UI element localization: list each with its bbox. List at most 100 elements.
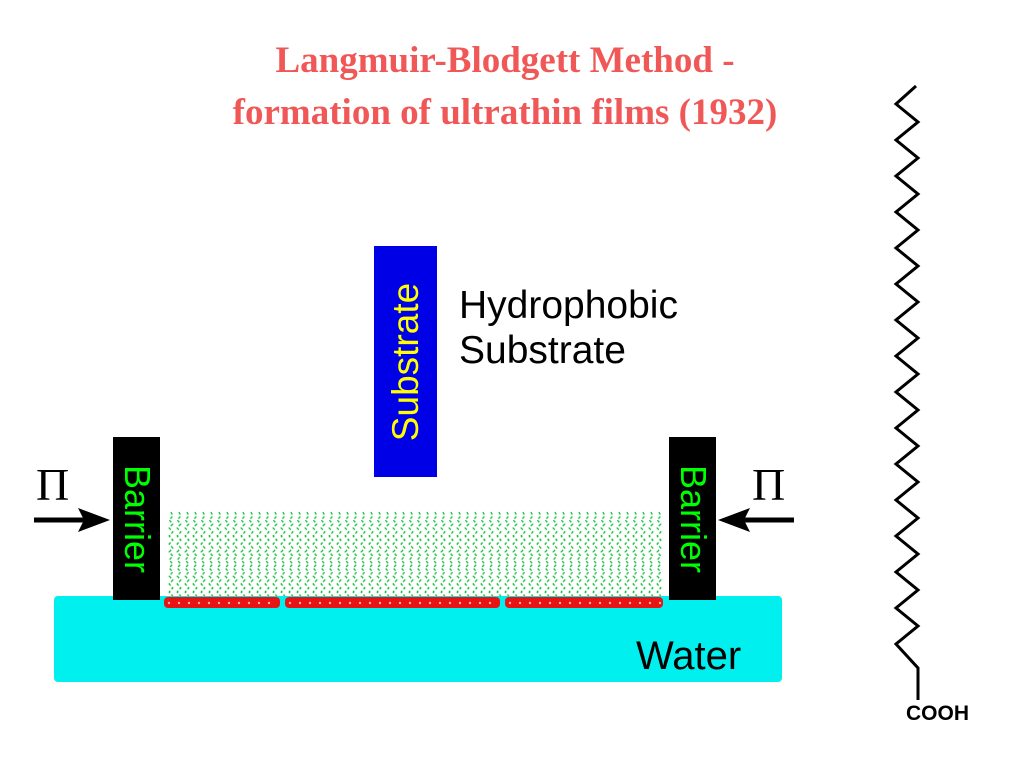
monolayer-head-group-dot — [598, 601, 602, 605]
monolayer-head-group-dot — [618, 601, 622, 605]
monolayer-tail — [296, 511, 302, 597]
monolayer-hydrophobic-tails — [168, 511, 662, 597]
monolayer-head-group-dot — [478, 601, 482, 605]
monolayer-tail — [312, 511, 318, 597]
monolayer-tail — [520, 511, 526, 597]
monolayer-head-group-dot — [448, 601, 452, 605]
carboxyl-head-group-label: COOH — [906, 702, 969, 725]
monolayer-head-group-dot — [658, 601, 662, 605]
monolayer-tail — [248, 511, 254, 597]
monolayer-tail — [184, 511, 190, 597]
left-pressure-arrow-icon — [34, 508, 110, 532]
monolayer-tail — [616, 511, 622, 597]
monolayer-head-group-dot — [388, 601, 392, 605]
monolayer-tail — [392, 511, 398, 597]
monolayer-head-group-dot — [628, 601, 632, 605]
monolayer-head-group-segment — [505, 597, 663, 608]
slide-title-line-2: formation of ultrathin films (1932) — [232, 92, 778, 133]
monolayer-tail — [576, 511, 582, 597]
right-pressure-arrow-icon — [718, 508, 794, 532]
monolayer-head-group-dot — [428, 601, 432, 605]
monolayer-head-group-dot — [458, 601, 462, 605]
monolayer-head-group-segment — [164, 597, 280, 608]
monolayer-tail — [280, 511, 286, 597]
monolayer-head-group-dot — [177, 601, 181, 605]
monolayer-tail — [408, 511, 414, 597]
monolayer-tail — [328, 511, 334, 597]
monolayer-head-group-dot — [578, 601, 582, 605]
monolayer-head-group-segment — [285, 597, 500, 608]
monolayer-tail — [168, 511, 174, 597]
monolayer-head-group-dot — [548, 601, 552, 605]
monolayer-head-group-dot — [508, 601, 512, 605]
monolayer-tail — [200, 511, 206, 597]
monolayer-head-group-dot — [338, 601, 342, 605]
monolayer-head-group-dot — [288, 601, 292, 605]
monolayer-tail — [560, 511, 566, 597]
monolayer-head-group-dot — [528, 601, 532, 605]
monolayer-tail — [592, 511, 598, 597]
monolayer-head-group-dot — [167, 601, 171, 605]
monolayer-head-group-dot — [638, 601, 642, 605]
monolayer-tail — [656, 511, 662, 597]
monolayer-tail — [288, 511, 294, 597]
hydrophobic-substrate-label: Hydrophobic Substrate — [459, 283, 678, 373]
monolayer-tail — [368, 511, 374, 597]
monolayer-head-group-dot — [328, 601, 332, 605]
monolayer-head-group-dot — [538, 601, 542, 605]
monolayer-head-group-dot — [398, 601, 402, 605]
monolayer-head-group-dot — [588, 601, 592, 605]
monolayer-tail — [600, 511, 606, 597]
monolayer-head-group-dot — [368, 601, 372, 605]
slide-title-line-1: Langmuir-Blodgett Method - — [275, 40, 735, 81]
monolayer-head-group-dot — [318, 601, 322, 605]
monolayer-tail — [240, 511, 246, 597]
monolayer-tail — [608, 511, 614, 597]
monolayer-tail — [384, 511, 390, 597]
left-barrier: Barrier — [113, 437, 160, 600]
monolayer-tail — [336, 511, 342, 597]
right-surface-pressure-symbol: Π — [752, 459, 786, 510]
monolayer-head-group-dot — [237, 601, 241, 605]
monolayer-head-group-dot — [468, 601, 472, 605]
monolayer-head-group-dot — [358, 601, 362, 605]
monolayer-tail — [624, 511, 630, 597]
monolayer-head-group-dot — [488, 601, 492, 605]
monolayer-head-group-dot — [247, 601, 251, 605]
water-trough — [54, 596, 782, 682]
monolayer-tail — [480, 511, 486, 597]
monolayer-head-group-dot — [378, 601, 382, 605]
monolayer-tail — [320, 511, 326, 597]
monolayer-tail — [192, 511, 198, 597]
hydrophobic-substrate-label-line-2: Substrate — [459, 329, 626, 372]
monolayer-tail — [232, 511, 238, 597]
monolayer-head-group-dot — [608, 601, 612, 605]
right-barrier: Barrier — [669, 437, 716, 600]
monolayer-tail — [512, 511, 518, 597]
monolayer-tail — [488, 511, 494, 597]
monolayer-tail — [456, 511, 462, 597]
monolayer-head-group-dot — [257, 601, 261, 605]
monolayer-tail — [504, 511, 510, 597]
monolayer-tail — [544, 511, 550, 597]
monolayer-head-group-dot — [438, 601, 442, 605]
monolayer-head-group-dot — [267, 601, 271, 605]
monolayer-tail — [304, 511, 310, 597]
substrate-plate: Substrate — [374, 246, 437, 477]
monolayer-tail — [472, 511, 478, 597]
water-label: Water — [636, 634, 742, 678]
monolayer-head-group-dot — [308, 601, 312, 605]
monolayer-tail — [464, 511, 470, 597]
monolayer-head-group-dot — [298, 601, 302, 605]
monolayer-head-group-dot — [227, 601, 231, 605]
monolayer-head-group-dot — [558, 601, 562, 605]
monolayer-tail — [640, 511, 646, 597]
monolayer-tail — [528, 511, 534, 597]
monolayer-head-group-dot — [348, 601, 352, 605]
monolayer-tail — [272, 511, 278, 597]
monolayer-tail — [352, 511, 358, 597]
monolayer-tail — [632, 511, 638, 597]
